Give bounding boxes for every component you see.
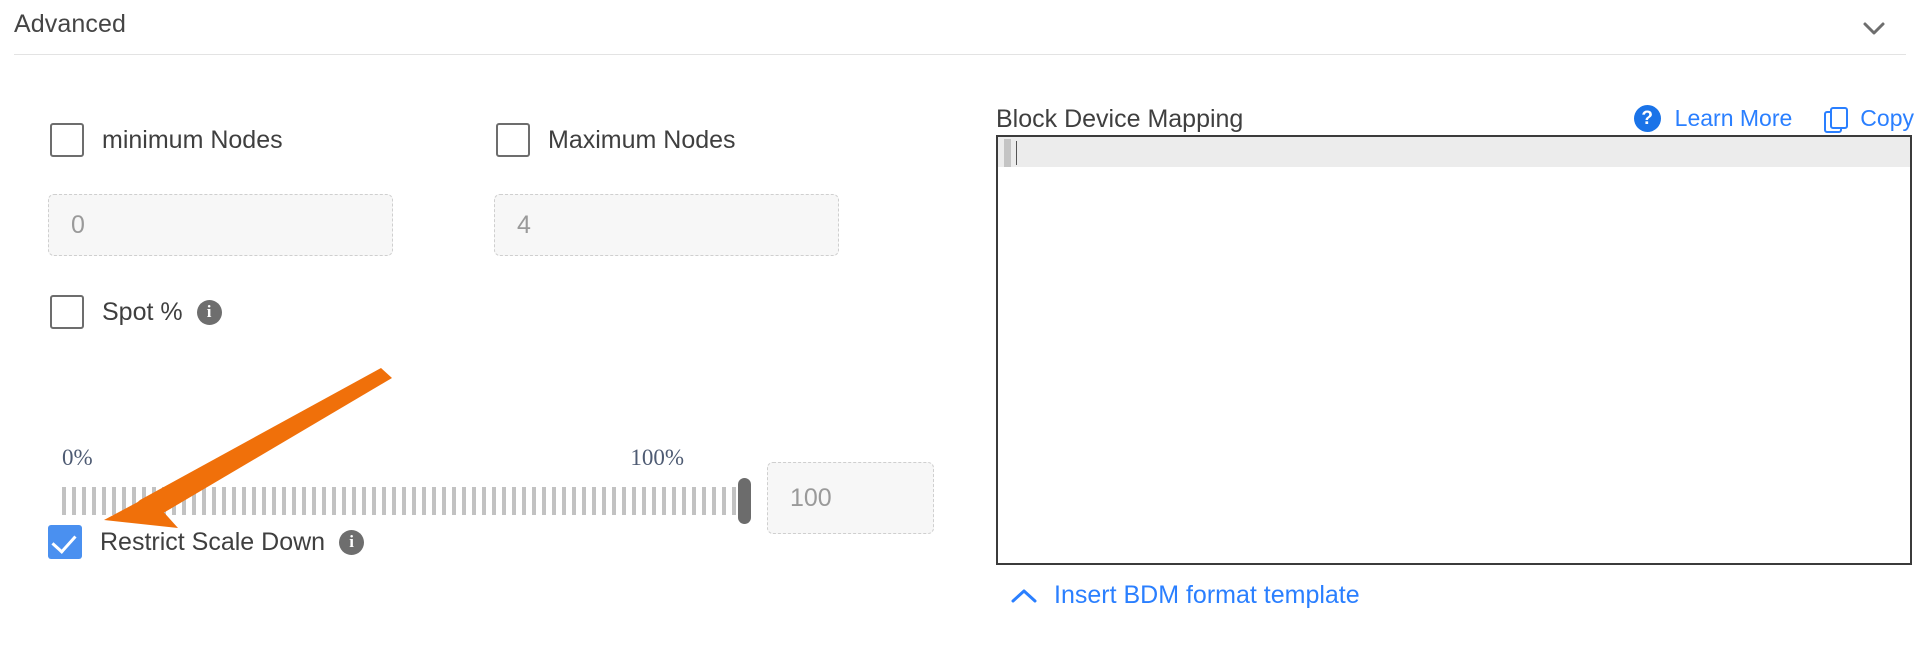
- block-device-mapping-title: Block Device Mapping: [996, 105, 1244, 133]
- chevron-down-icon[interactable]: [1858, 12, 1890, 44]
- editor-gutter-marker: [1004, 139, 1011, 167]
- minimum-nodes-row: minimum Nodes: [50, 123, 283, 157]
- spot-percent-slider-track[interactable]: [62, 487, 752, 515]
- info-icon[interactable]: i: [339, 529, 365, 555]
- page-title: Advanced: [14, 10, 126, 38]
- header-divider: [14, 54, 1906, 55]
- block-device-mapping-editor[interactable]: [996, 135, 1912, 565]
- spot-percent-checkbox[interactable]: [50, 295, 84, 329]
- insert-bdm-template-label: Insert BDM format template: [1054, 581, 1360, 609]
- maximum-nodes-row: Maximum Nodes: [496, 123, 736, 157]
- minimum-nodes-label: minimum Nodes: [102, 125, 283, 154]
- slider-max-label: 100%: [630, 445, 684, 470]
- restrict-scale-down-checkbox[interactable]: [48, 525, 82, 559]
- copy-link[interactable]: Copy: [1860, 105, 1914, 131]
- chevron-up-icon: [1010, 587, 1038, 605]
- block-device-mapping-column: Block Device Mapping ? Learn More Copy I…: [996, 55, 1920, 656]
- editor-caret: [1016, 141, 1017, 165]
- maximum-nodes-input[interactable]: 4: [494, 194, 839, 256]
- spot-percent-row: Spot % i: [50, 295, 222, 329]
- slider-min-label: 0%: [62, 445, 93, 470]
- spot-percent-slider-group: 0% 100%: [62, 445, 752, 525]
- maximum-nodes-label: Maximum Nodes: [548, 125, 736, 154]
- restrict-scale-down-label: Restrict Scale Down: [100, 527, 326, 556]
- copy-icon[interactable]: [1824, 106, 1849, 133]
- spot-percent-value-input[interactable]: 100: [767, 462, 934, 534]
- advanced-left-column: minimum Nodes 0 Maximum Nodes 4 Spot % i…: [0, 55, 990, 656]
- spot-percent-slider-handle[interactable]: [738, 478, 751, 524]
- maximum-nodes-checkbox[interactable]: [496, 123, 530, 157]
- insert-bdm-template-button[interactable]: Insert BDM format template: [1010, 581, 1360, 610]
- info-icon[interactable]: i: [196, 299, 222, 325]
- advanced-panel-header[interactable]: Advanced: [0, 0, 1920, 55]
- editor-active-line: [998, 137, 1910, 167]
- minimum-nodes-input[interactable]: 0: [48, 194, 393, 256]
- help-circle-icon[interactable]: ?: [1633, 105, 1661, 132]
- block-device-mapping-actions: ? Learn More Copy: [1633, 105, 1914, 133]
- learn-more-link[interactable]: Learn More: [1674, 105, 1793, 131]
- restrict-scale-down-row: Restrict Scale Down i: [48, 525, 365, 559]
- spot-percent-label: Spot %: [102, 297, 183, 326]
- minimum-nodes-checkbox[interactable]: [50, 123, 84, 157]
